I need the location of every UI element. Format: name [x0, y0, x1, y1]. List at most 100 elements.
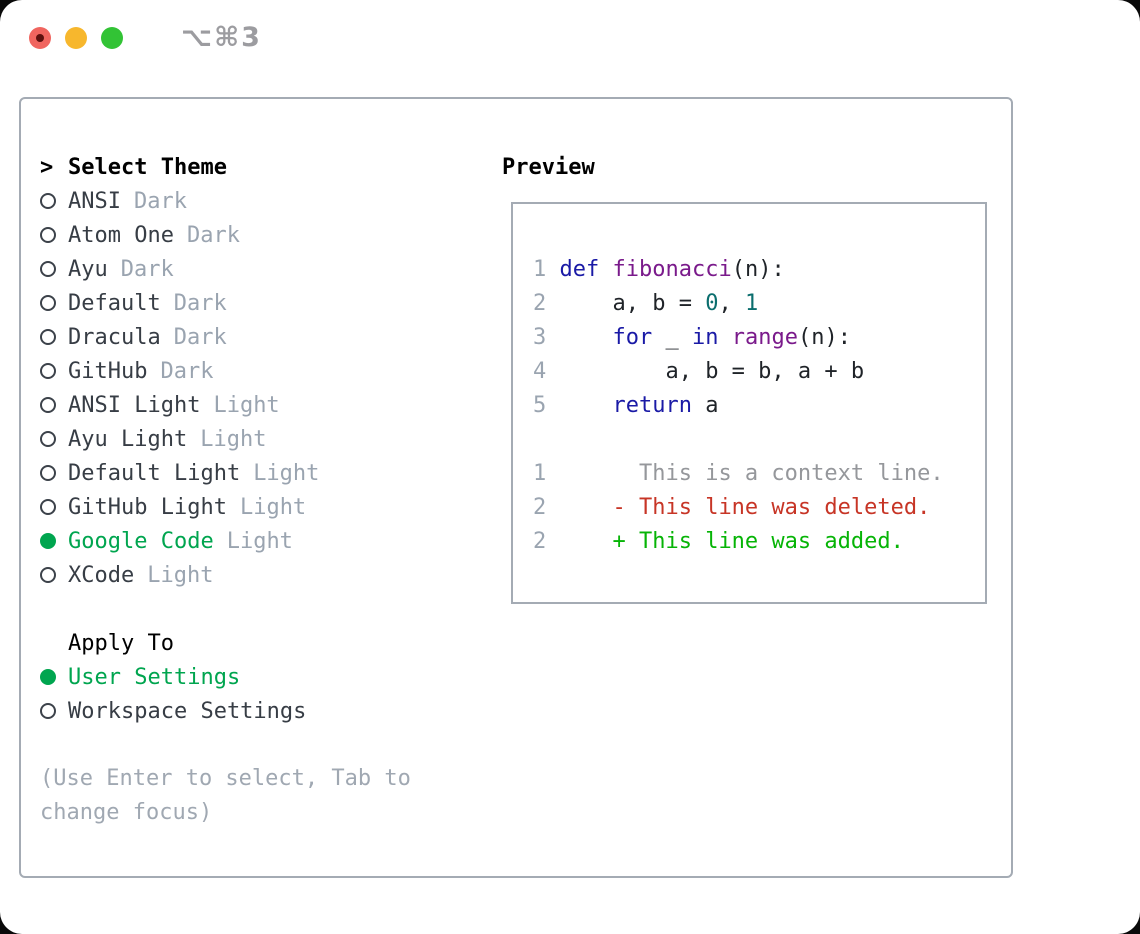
theme-name: GitHub — [68, 358, 148, 384]
code-token: (n): — [731, 257, 785, 282]
code-token: for — [612, 325, 653, 350]
code-token: fibonacci — [612, 257, 732, 282]
code-token: _ — [652, 325, 692, 350]
code-token — [560, 393, 613, 418]
code-line — [533, 423, 985, 457]
help-text-line-2: change focus) — [40, 800, 213, 825]
code-token: 0 — [705, 291, 719, 316]
theme-option-github-light[interactable]: GitHub Light Light — [40, 490, 411, 524]
line-number: 3 — [533, 325, 560, 350]
code-token — [599, 257, 612, 282]
theme-variant-badge: Dark — [120, 256, 174, 282]
select-theme-title: Select Theme — [68, 154, 227, 180]
code-token: def — [559, 257, 600, 282]
prompt-icon: > — [40, 154, 54, 180]
radio-icon — [40, 193, 68, 209]
theme-variant-badge: Dark — [186, 222, 240, 248]
theme-option-default-light[interactable]: Default Light Light — [40, 456, 411, 490]
code-line: 1 This is a context line. — [533, 457, 985, 491]
theme-variant-badge: Light — [239, 494, 307, 520]
code-line: 5 return a — [533, 389, 985, 423]
preview-column: Preview 1 def fibonacci(n):2 a, b = 0, 1… — [502, 150, 987, 604]
code-token: return — [612, 393, 692, 418]
code-line: 2 + This line was added. — [533, 525, 985, 559]
theme-name: ANSI Light — [68, 392, 201, 418]
minimize-button[interactable] — [65, 26, 87, 49]
theme-variant-badge: Dark — [173, 290, 227, 316]
code-token: (n): — [797, 325, 851, 350]
code-token: a, b = b, a + b — [559, 359, 865, 384]
code-token: 1 — [744, 291, 759, 316]
radio-icon — [40, 295, 68, 311]
code-token: , — [718, 291, 745, 316]
theme-name: Dracula — [68, 324, 161, 350]
theme-variant-badge: Light — [200, 426, 267, 452]
code-token: range — [731, 325, 798, 350]
theme-name: GitHub Light — [68, 494, 227, 520]
code-token: + This line was added. — [559, 529, 904, 554]
code-line: 1 def fibonacci(n): — [533, 253, 985, 287]
theme-variant-badge: Light — [253, 460, 320, 486]
theme-option-ayu-light[interactable]: Ayu Light Light — [40, 422, 411, 456]
theme-option-xcode[interactable]: XCode Light — [40, 558, 411, 592]
code-token: a, b = — [559, 291, 706, 316]
spacer — [40, 592, 411, 626]
apply-to-label: Apply To — [68, 630, 174, 656]
apply-option-workspace-settings[interactable]: Workspace Settings — [40, 694, 411, 728]
radio-selected-icon — [40, 669, 68, 685]
theme-option-atom-one[interactable]: Atom One Dark — [40, 218, 411, 252]
theme-option-dracula[interactable]: Dracula Dark — [40, 320, 411, 354]
radio-icon — [40, 329, 68, 345]
title-bar: ⌥⌘3 — [0, 0, 1140, 75]
radio-icon — [40, 397, 68, 413]
theme-option-github[interactable]: GitHub Dark — [40, 354, 411, 388]
line-number: 4 — [533, 359, 560, 384]
close-button[interactable] — [29, 26, 51, 49]
code-token: a — [691, 393, 719, 418]
theme-name: Ayu Light — [68, 426, 188, 452]
radio-icon — [40, 567, 68, 583]
radio-icon — [40, 261, 68, 277]
select-theme-header: > Select Theme — [40, 150, 411, 184]
theme-name: Atom One — [68, 222, 174, 248]
code-line: 4 a, b = b, a + b — [533, 355, 985, 389]
line-number: 2 — [533, 291, 560, 316]
window-title: ⌥⌘3 — [181, 22, 262, 53]
radio-icon — [40, 363, 68, 379]
radio-icon — [40, 499, 68, 515]
line-number: 5 — [533, 393, 560, 418]
theme-name: Google Code — [68, 528, 214, 554]
theme-variant-badge: Dark — [160, 358, 214, 384]
theme-variant-badge: Light — [226, 528, 293, 554]
apply-option-label: Workspace Settings — [68, 698, 307, 724]
close-dot-icon — [36, 33, 44, 42]
apply-option-user-settings[interactable]: User Settings — [40, 660, 411, 694]
theme-option-google-code[interactable]: Google Code Light — [40, 524, 411, 558]
radio-icon — [40, 227, 68, 243]
radio-icon — [40, 465, 68, 481]
code-line: 3 for _ in range(n): — [533, 321, 985, 355]
zoom-button[interactable] — [101, 26, 123, 49]
code-token: in — [691, 325, 719, 350]
theme-variant-badge: Light — [147, 562, 214, 588]
spacer — [40, 728, 411, 762]
radio-icon — [40, 431, 68, 447]
theme-name: Default Light — [68, 460, 241, 486]
line-number: 1 — [533, 461, 560, 486]
code-token — [560, 325, 613, 350]
theme-name: XCode — [68, 562, 135, 588]
theme-name: ANSI — [68, 188, 121, 214]
radio-icon — [40, 703, 68, 719]
theme-variant-badge: Dark — [173, 324, 227, 350]
apply-option-label: User Settings — [68, 664, 241, 690]
help-text-line-1: (Use Enter to select, Tab to — [40, 766, 411, 791]
